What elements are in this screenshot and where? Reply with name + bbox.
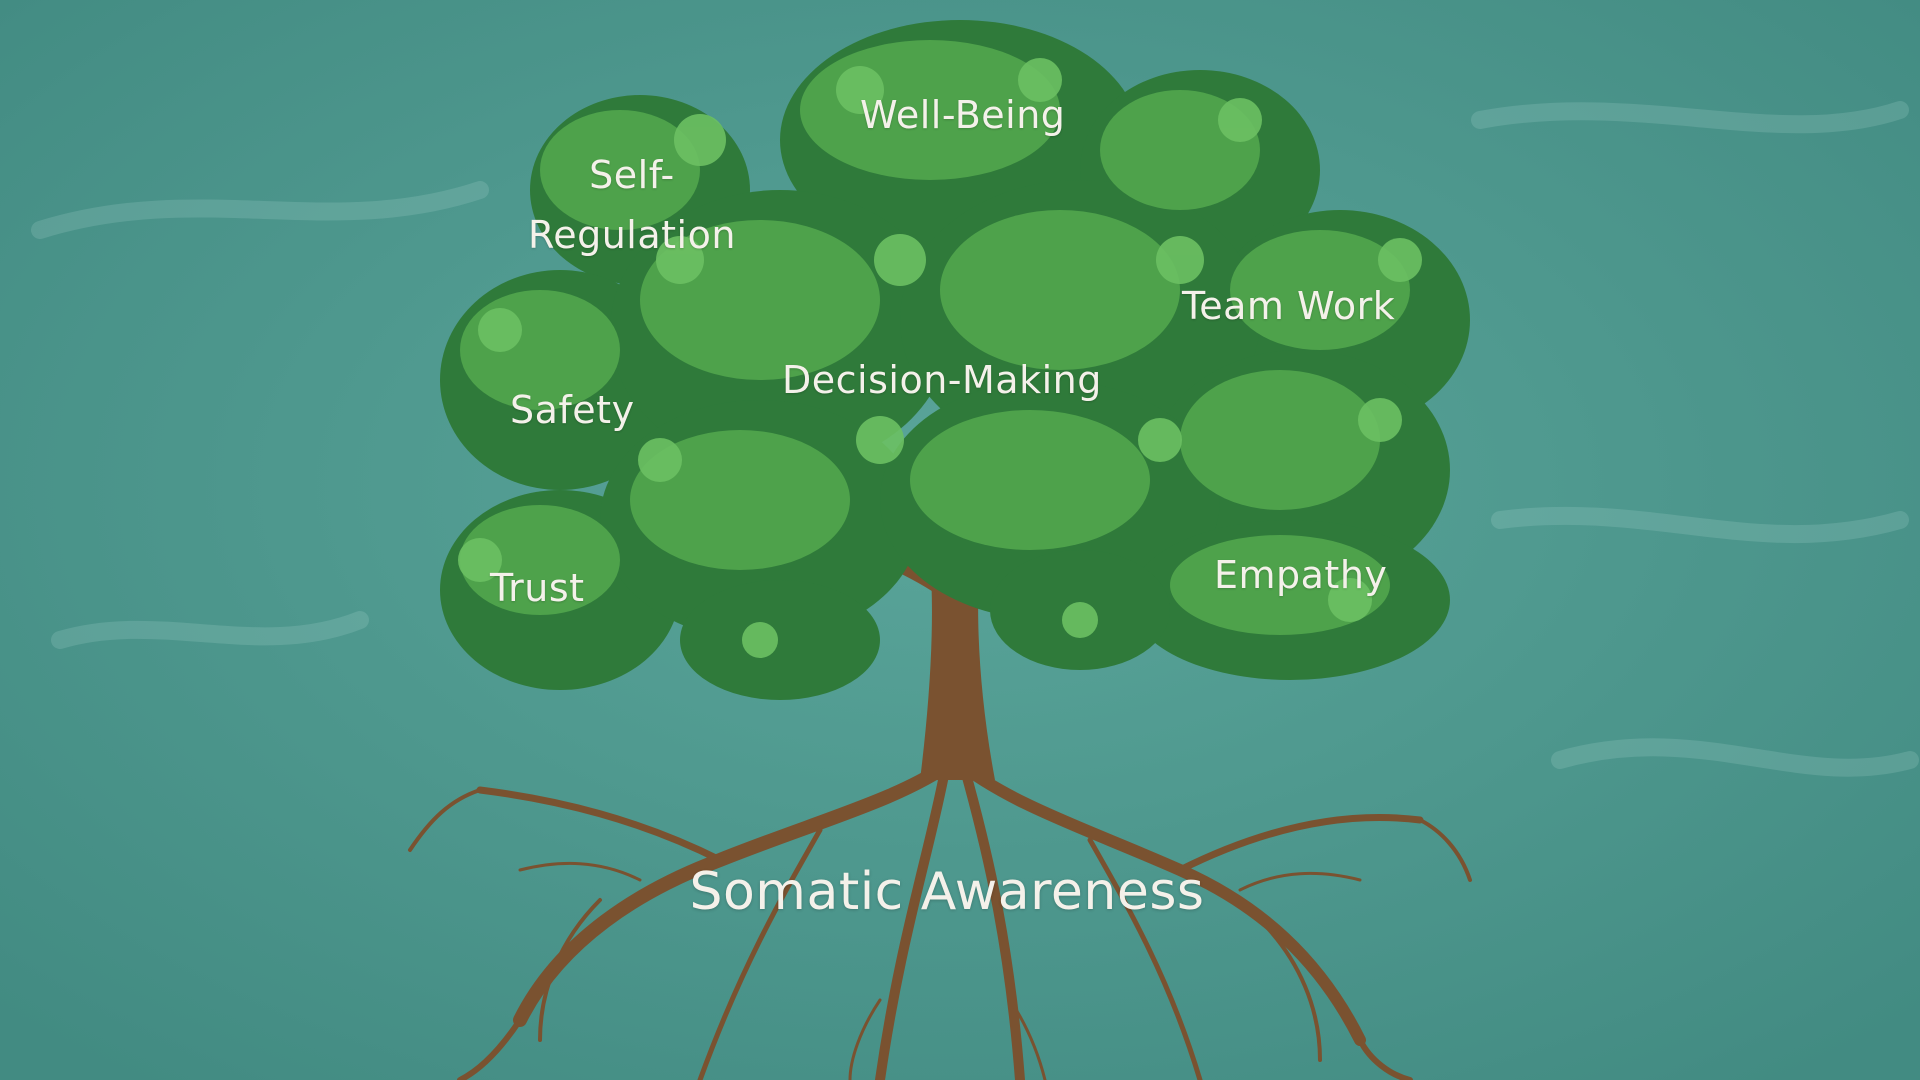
branch-label-empathy: Empathy — [1214, 553, 1388, 597]
branch-label-safety: Safety — [510, 388, 635, 432]
self-regulation-line-1: Self- — [589, 153, 675, 197]
branch-label-self-regulation: Self- Regulation — [528, 145, 736, 265]
branch-label-trust: Trust — [490, 566, 585, 610]
branch-label-decision-making: Decision-Making — [782, 358, 1102, 402]
branch-label-well-being: Well-Being — [860, 93, 1066, 137]
roots — [408, 753, 1472, 1080]
self-regulation-line-2: Regulation — [528, 213, 736, 257]
chalk-strokes — [31, 101, 1919, 777]
branch-label-team-work: Team Work — [1182, 284, 1396, 328]
root-label-somatic-awareness: Somatic Awareness — [689, 862, 1205, 922]
foliage — [440, 20, 1470, 700]
